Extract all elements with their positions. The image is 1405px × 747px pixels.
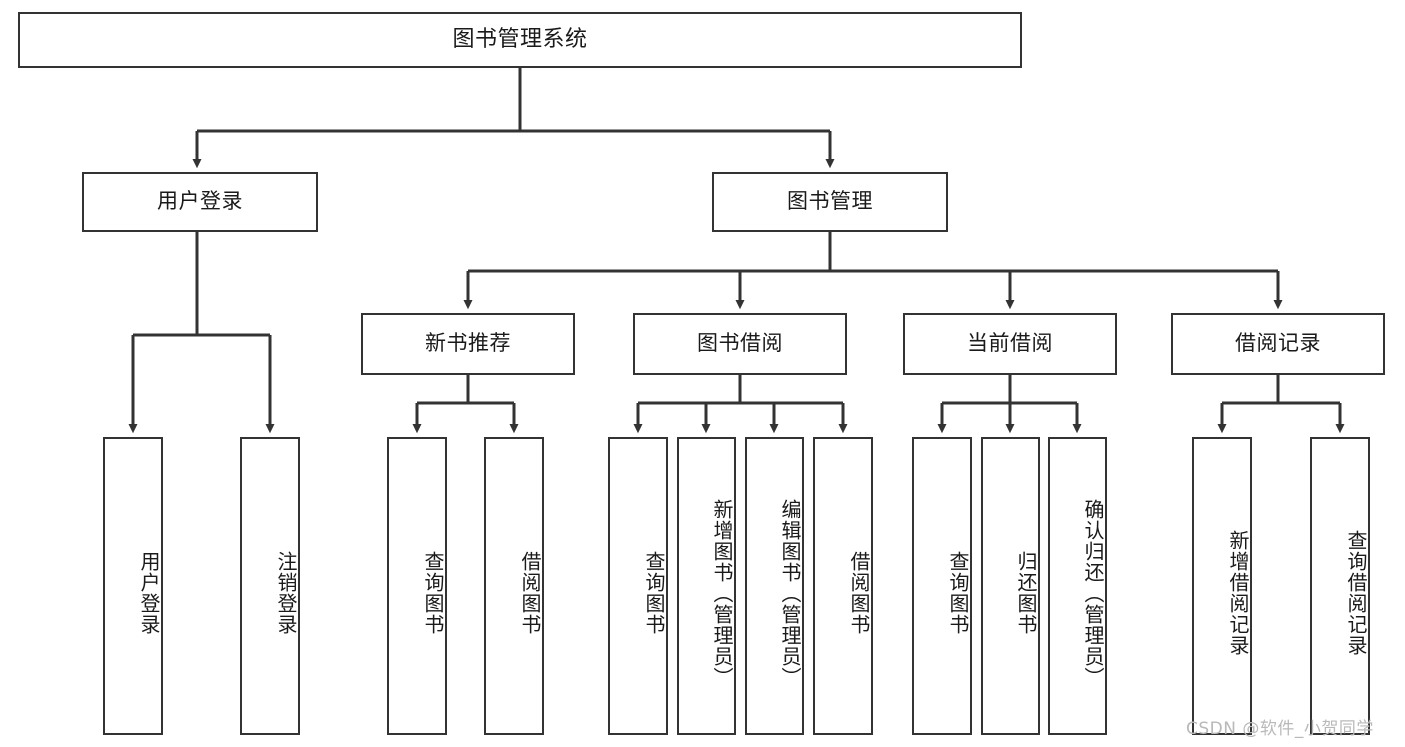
node-book-borrow[interactable]: 图书借阅 bbox=[633, 313, 847, 375]
leaf-current-query-book[interactable]: 查询图书 bbox=[912, 437, 972, 735]
leaf-user-login-logout[interactable]: 注销登录 bbox=[240, 437, 300, 735]
node-new-book-recommend[interactable]: 新书推荐 bbox=[361, 313, 575, 375]
csdn-watermark: CSDN @软件_小贺同学 bbox=[1186, 719, 1374, 739]
node-current-borrow[interactable]: 当前借阅 bbox=[903, 313, 1117, 375]
node-user-login[interactable]: 用户登录 bbox=[82, 172, 318, 232]
leaf-borrow-query-book[interactable]: 查询图书 bbox=[608, 437, 668, 735]
leaf-current-confirm-return-admin[interactable]: 确认归还（管理员） bbox=[1048, 437, 1107, 735]
leaf-record-add-borrow-record[interactable]: 新增借阅记录 bbox=[1192, 437, 1252, 735]
leaf-current-return-book[interactable]: 归还图书 bbox=[981, 437, 1040, 735]
leaf-new-book-borrow[interactable]: 借阅图书 bbox=[484, 437, 544, 735]
node-borrow-record[interactable]: 借阅记录 bbox=[1171, 313, 1385, 375]
leaf-user-login-login[interactable]: 用户登录 bbox=[103, 437, 163, 735]
leaf-borrow-borrow-book[interactable]: 借阅图书 bbox=[813, 437, 873, 735]
leaf-borrow-add-book-admin[interactable]: 新增图书（管理员） bbox=[677, 437, 736, 735]
leaf-new-book-query[interactable]: 查询图书 bbox=[387, 437, 447, 735]
leaf-borrow-edit-book-admin[interactable]: 编辑图书（管理员） bbox=[745, 437, 804, 735]
leaf-record-query-borrow-record[interactable]: 查询借阅记录 bbox=[1310, 437, 1370, 735]
node-root-system[interactable]: 图书管理系统 bbox=[18, 12, 1022, 68]
node-book-management[interactable]: 图书管理 bbox=[712, 172, 948, 232]
